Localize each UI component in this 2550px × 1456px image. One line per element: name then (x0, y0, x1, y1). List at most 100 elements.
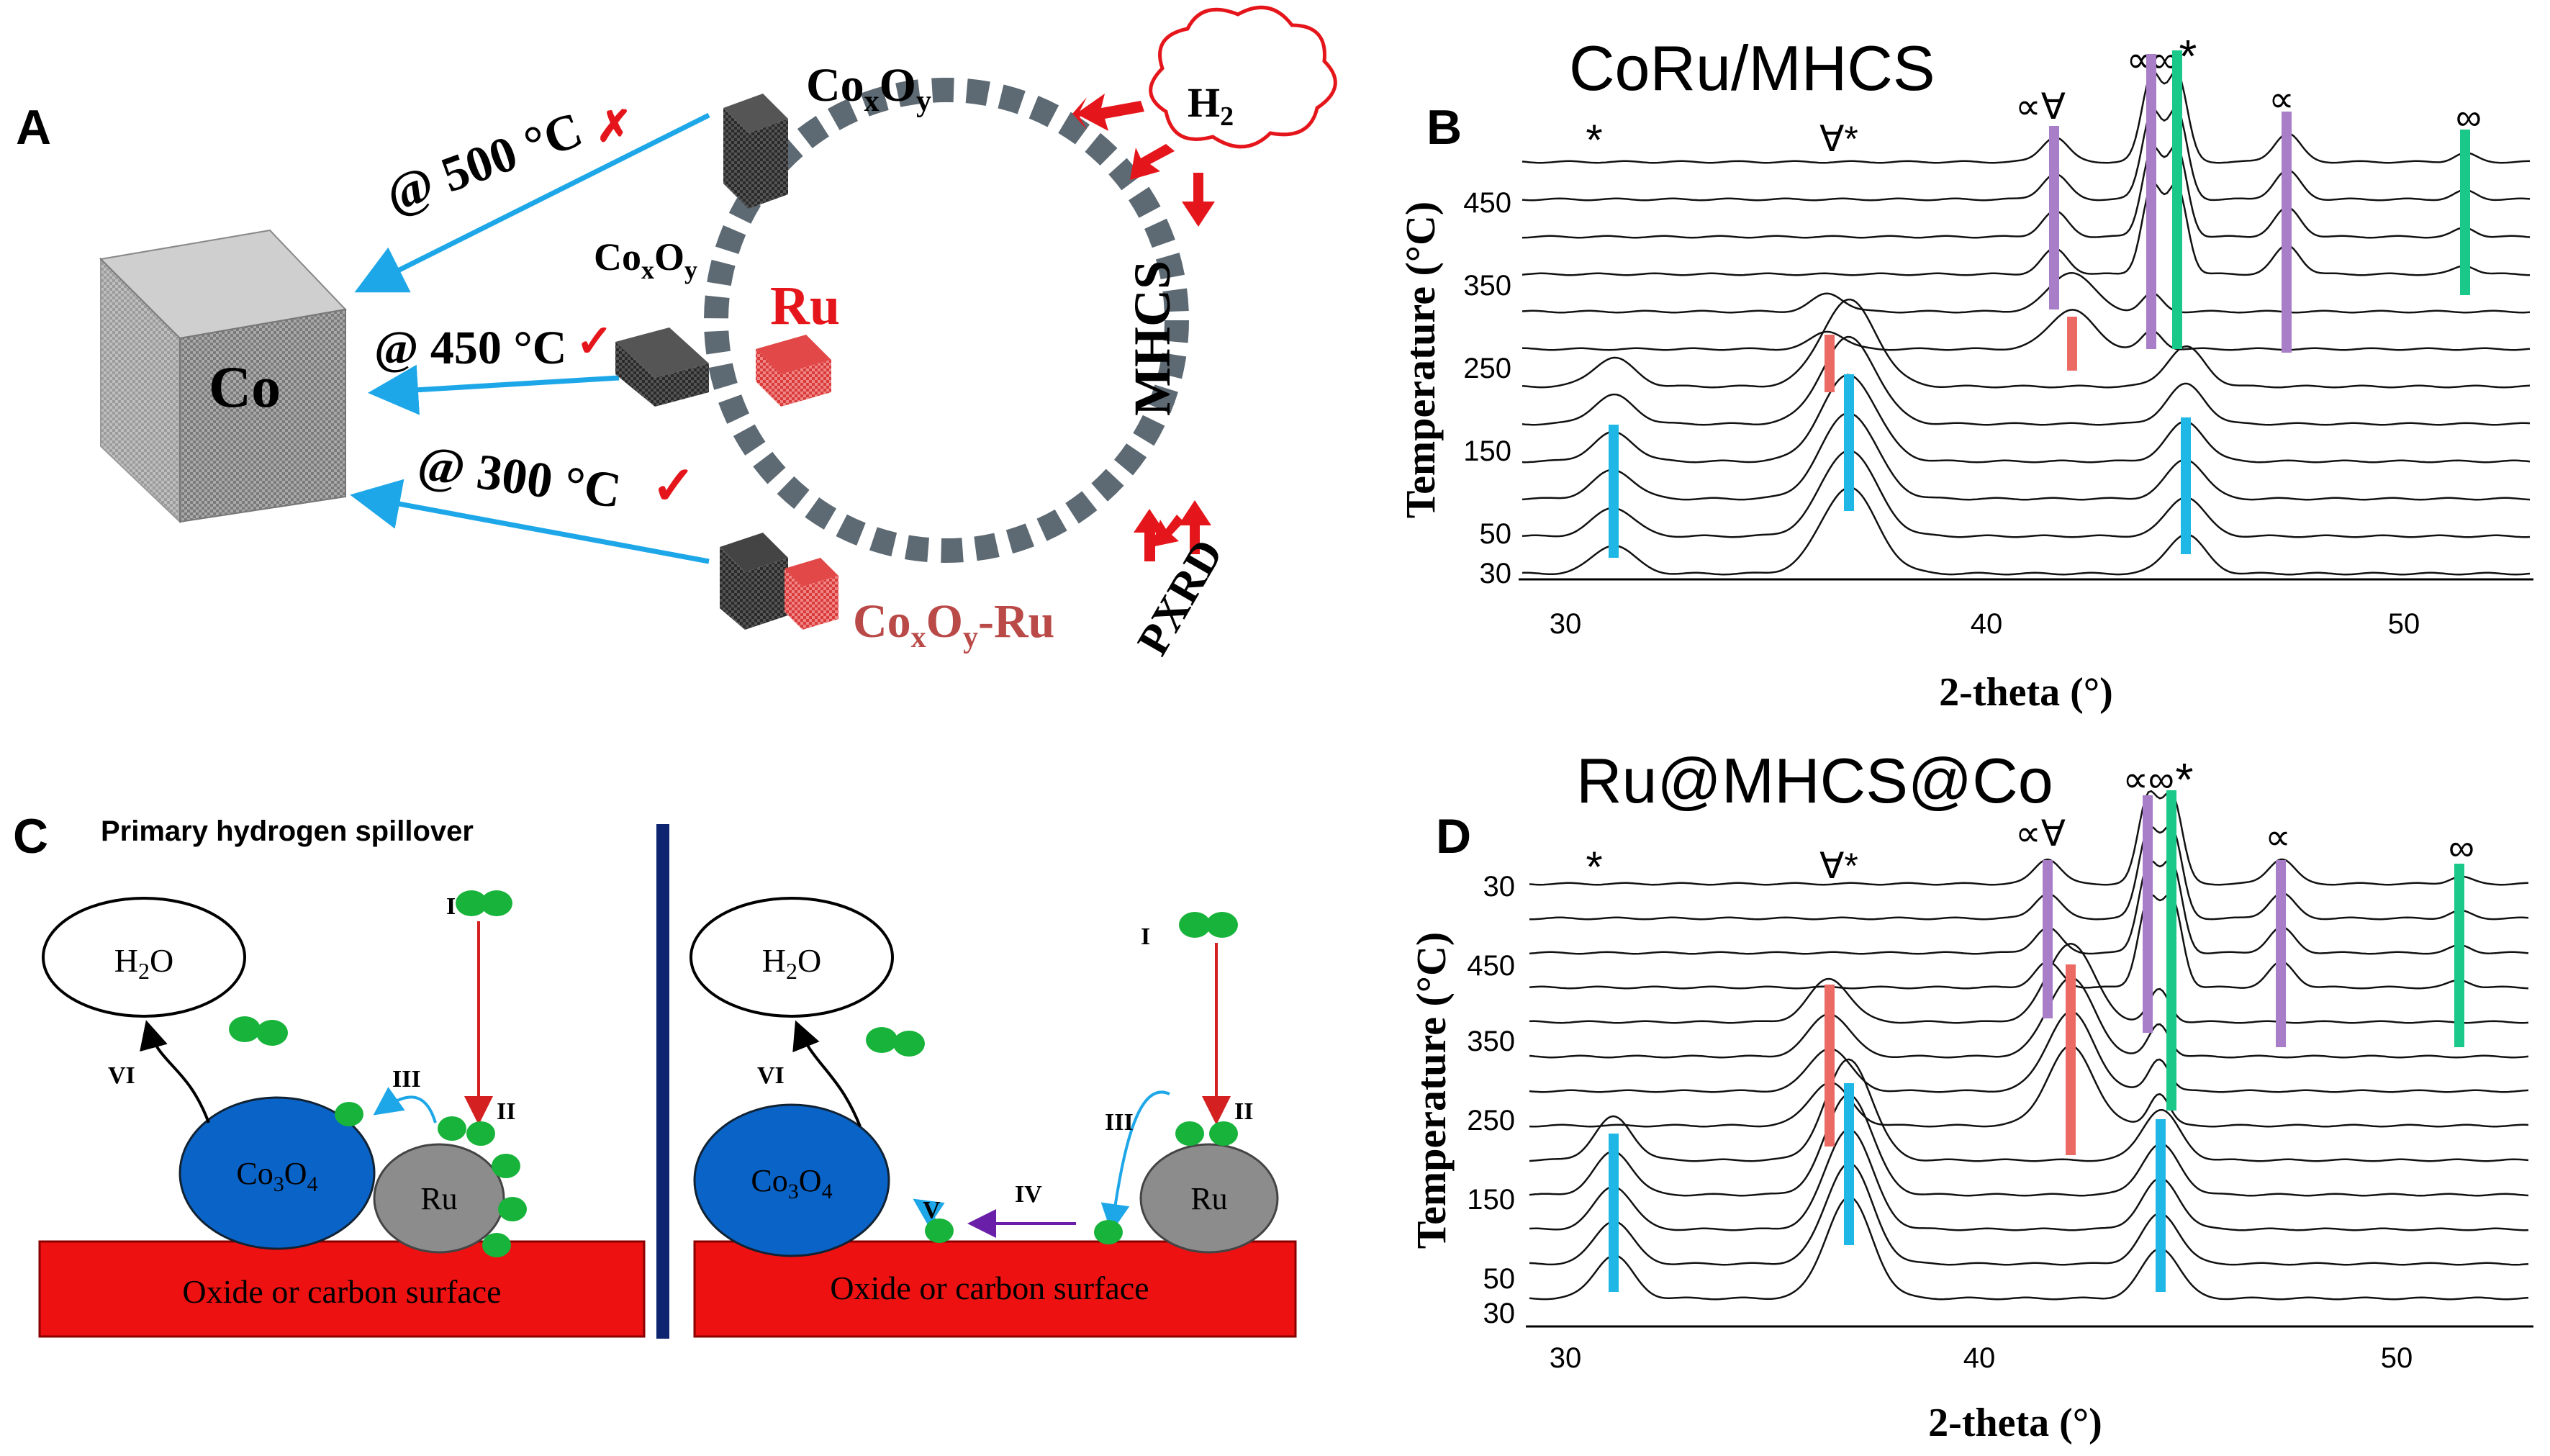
panel-b-letter: B (1427, 100, 1462, 155)
panel-b-symbol-3: ∝∀ (2015, 86, 2066, 127)
panel-d-marker-purple-2 (2143, 795, 2153, 1033)
step-ii-right: II (1234, 1098, 1253, 1125)
panel-c-divider (656, 824, 669, 1339)
panel-b-marker-green-2 (2460, 130, 2470, 295)
coxoy-label-middle: CoxOy (594, 235, 697, 284)
panel-b-symbol-1: * (1586, 116, 1602, 164)
panel-b-marker-red-2 (2067, 317, 2077, 371)
surface-right (693, 1240, 1297, 1338)
panel-d-trace-1 (1529, 790, 2529, 886)
arrow-500 (354, 112, 710, 293)
panel-b-ytick-30: 30 (1480, 558, 1512, 589)
step-iv-right: IV (1015, 1181, 1042, 1208)
panel-d-symbol-5: * (2176, 754, 2194, 805)
panel-d-trace-5 (1529, 942, 2529, 1024)
panel-b-trace-11 (1522, 449, 2531, 538)
panel-b-marker-cyan-3 (2181, 417, 2191, 554)
panel-b-title: CoRu/MHCS (1569, 32, 1935, 104)
panel-b-xtick-30: 30 (1550, 608, 1582, 640)
panel-b-trace-5 (1522, 271, 2531, 314)
panel-b-trace-9 (1522, 374, 2531, 464)
panel-b-trace-3 (1522, 143, 2531, 239)
panel-b-marker-green-1 (2172, 50, 2182, 349)
panel-d-trace-3 (1529, 858, 2529, 955)
panel-c: C Primary hydrogen spillover Oxide or ca… (13, 809, 1297, 1339)
panel-b-marker-purple-2 (2146, 54, 2156, 349)
panel-d-symbol-2: ∀* (1819, 846, 1858, 886)
check-mark-450: ✓ (576, 317, 613, 366)
step-vi-right: VI (757, 1062, 785, 1089)
panel-a: A Co @ 500 °C ✗ @ 450 °C ✓ @ 300 °C ✓ (16, 5, 1337, 664)
h2-label: H2 (1188, 79, 1234, 132)
panel-d-ytick-50: 50 (1483, 1263, 1516, 1295)
panel-d-xtick-50: 50 (2381, 1342, 2413, 1374)
panel-b-marker-cyan-2 (1844, 374, 1854, 511)
panel-d-marker-cyan-1 (1609, 1134, 1619, 1292)
panel-c-heading: Primary hydrogen spillover (101, 815, 474, 847)
ru-particle-left (373, 1143, 505, 1254)
surface-left-label: Oxide or carbon surface (182, 1273, 501, 1310)
panel-d-ylabel: Temperature (°C) (1408, 932, 1455, 1249)
panel-b-ytick-150: 150 (1463, 435, 1511, 467)
arrow-300 (350, 479, 710, 564)
panel-d-xlabel: 2-theta (°) (1928, 1401, 2102, 1445)
panel-b-trace-1 (1522, 70, 2531, 164)
mhcs-sphere (704, 78, 1189, 563)
panel-d-trace-4 (1529, 892, 2529, 990)
co3o4-particle-right (693, 1103, 890, 1257)
hydrogen-atoms-right (866, 912, 1238, 1244)
water-label-left: H2O (114, 942, 173, 984)
panel-b: B CoRu/MHCS Temperature (°C) 30 40 50 2-… (1397, 30, 2533, 715)
panel-d-trace-6 (1529, 977, 2529, 1059)
panel-b-ytick-250: 250 (1463, 353, 1511, 384)
panel-d-marker-green-1 (2166, 790, 2176, 1111)
panel-a-letter: A (16, 100, 51, 155)
panel-d-marker-purple-1 (2043, 860, 2053, 1018)
panel-b-trace-6 (1522, 309, 2531, 351)
ru-particle-right (1139, 1143, 1279, 1254)
coxoy-cube-top (723, 94, 788, 209)
pxrd-arrows (1134, 500, 1211, 561)
iii-arrow-right (1100, 1090, 1170, 1233)
panel-d-ytick-450: 450 (1467, 950, 1515, 982)
ru-label-right: Ru (1190, 1181, 1227, 1216)
water-bubble-left (42, 897, 246, 1018)
step-iii-right: III (1105, 1109, 1134, 1136)
panel-b-marker-cyan-1 (1609, 425, 1619, 558)
arrow-300-label: @ 300 °C (415, 435, 625, 519)
panel-d-xtick-40: 40 (1963, 1342, 1996, 1374)
panel-d-xrd-traces (1529, 790, 2529, 1301)
panel-d-ytick-150: 150 (1467, 1184, 1515, 1216)
surface-right-label: Oxide or carbon surface (830, 1270, 1149, 1306)
ru-label-left: Ru (420, 1181, 457, 1216)
co3o4-particle-left (178, 1096, 376, 1250)
panel-b-marker-purple-1 (2049, 126, 2059, 309)
arrow-500-label: @ 500 °C (379, 101, 589, 223)
panel-b-ylabel: Temperature (°C) (1397, 202, 1444, 518)
panel-b-ytick-50: 50 (1480, 518, 1512, 550)
panel-d-symbol-1: * (1586, 843, 1602, 891)
scheme-right: Oxide or carbon surface H2O Co3O4 Ru VI … (690, 897, 1297, 1338)
panel-d-ytick-250: 250 (1467, 1105, 1515, 1136)
panel-b-trace-12 (1522, 487, 2531, 576)
h2-flow-arrows (1072, 94, 1215, 227)
panel-d-marker-cyan-2 (1844, 1083, 1854, 1245)
panel-b-xtick-40: 40 (1971, 608, 2003, 640)
panel-b-ytick-450: 450 (1463, 187, 1511, 219)
panel-b-trace-8 (1522, 335, 2531, 426)
coxoy-ru-cube-pair (720, 533, 838, 630)
coxoy-ru-label: CoxOy-Ru (853, 595, 1054, 654)
panel-d-trace-9 (1529, 1058, 2529, 1162)
iii-arrow-left (373, 1087, 437, 1123)
co3o4-label-left: Co3O4 (236, 1156, 317, 1196)
panel-c-letter: C (13, 809, 48, 864)
vi-arrow-right (792, 1020, 862, 1127)
step-iii-left: III (392, 1066, 421, 1093)
panel-d-marker-cyan-3 (2156, 1119, 2166, 1292)
panel-d-trace-11 (1529, 1128, 2529, 1231)
cross-mark: ✗ (596, 103, 632, 150)
panel-d-trace-10 (1529, 1093, 2529, 1197)
mhcs-label: MHCS (1123, 261, 1181, 416)
panel-d-trace-7 (1529, 1010, 2529, 1093)
